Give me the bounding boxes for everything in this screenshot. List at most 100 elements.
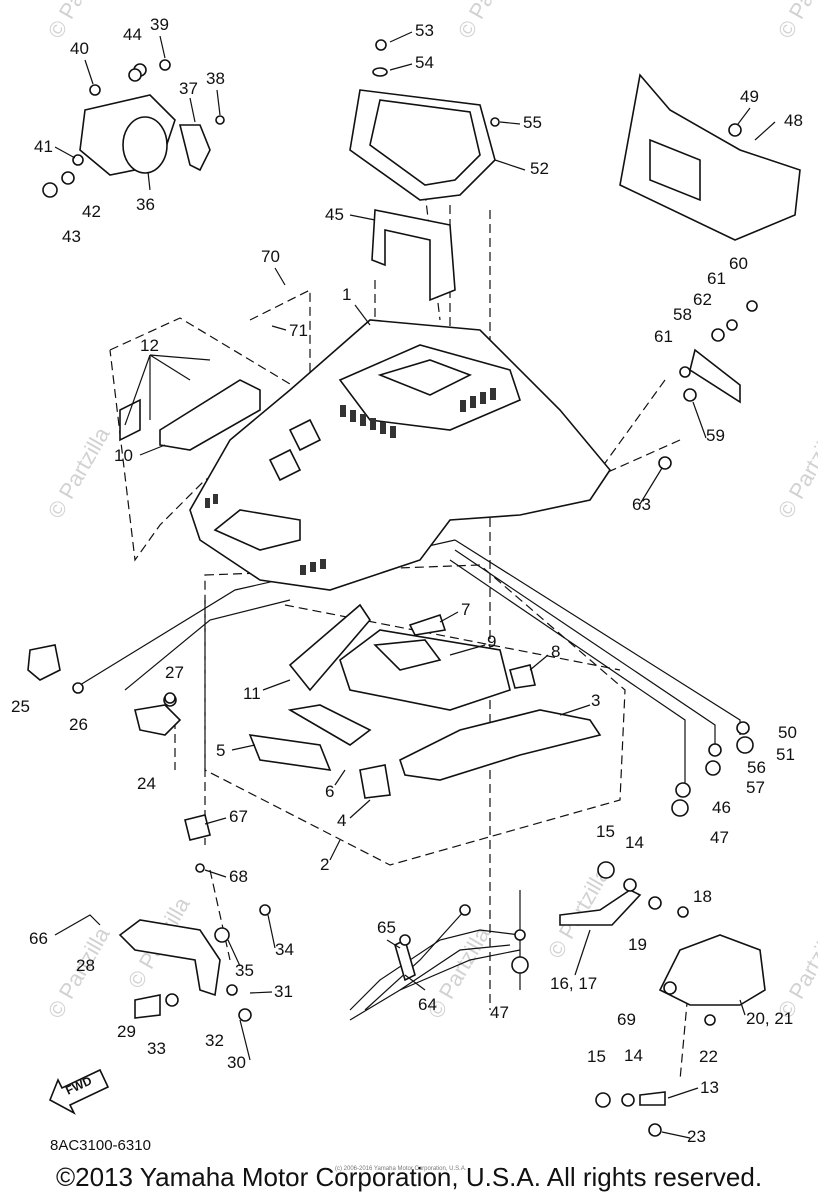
part-label: 64 (418, 995, 437, 1014)
part-label: 71 (289, 321, 308, 340)
mount-bracket-part (371, 209, 456, 302)
part-label: 23 (687, 1127, 706, 1146)
part-label: 67 (229, 807, 248, 826)
bracket-part (178, 124, 211, 172)
part-label: 13 (700, 1078, 719, 1097)
fwd-arrow: FWD (48, 1068, 110, 1115)
part-label: 3 (591, 691, 600, 710)
part-label: 15 (596, 822, 615, 841)
watermark: © Partzilla (453, 0, 525, 43)
copyright-footer: ©2013 Yamaha Motor Corporation, U.S.A. A… (55, 1162, 763, 1192)
part-label: 38 (206, 69, 225, 88)
watermark: © Partzilla (43, 422, 115, 522)
part-label: 26 (69, 715, 88, 734)
part-label: 69 (617, 1010, 636, 1029)
part-label: 7 (461, 600, 470, 619)
part-label: 19 (628, 935, 647, 954)
part-label: 54 (415, 53, 434, 72)
part-label: 4 (337, 811, 346, 830)
part-label: 70 (261, 247, 280, 266)
part-label: 6 (325, 782, 334, 801)
part-label: 49 (740, 87, 759, 106)
small-copyright: (c) 2006-2016 Yamaha Motor Corporation, … (335, 1166, 467, 1172)
bracket-24 (134, 704, 182, 736)
part-label: 62 (693, 290, 712, 309)
part-label: 66 (29, 929, 48, 948)
part-label: 36 (136, 195, 155, 214)
part-label: 50 (778, 723, 797, 742)
duct-part (79, 94, 176, 176)
part-label: 52 (530, 159, 549, 178)
part-label: 20, 21 (746, 1009, 793, 1028)
lower-panels (248, 603, 602, 799)
vent-slots (205, 388, 496, 575)
part-label: 18 (693, 887, 712, 906)
diagram-code: 8AC3100-6310 (50, 1137, 151, 1154)
watermark: © Partzilla (773, 422, 818, 522)
fasteners (42, 39, 758, 1137)
part-label: 68 (229, 867, 248, 886)
part-label: 31 (274, 982, 293, 1001)
part-label: 58 (673, 305, 692, 324)
part-label: 8 (551, 642, 560, 661)
part-label: 2 (320, 855, 329, 874)
part-label: 47 (490, 1003, 509, 1022)
part-label: 25 (11, 697, 30, 716)
part-label: 24 (137, 774, 156, 793)
decal-12 (119, 398, 141, 442)
part-label: 33 (147, 1039, 166, 1058)
part-label: 55 (523, 113, 542, 132)
panel-10 (159, 379, 261, 451)
bracket-25 (27, 644, 61, 681)
part-label: 45 (325, 205, 344, 224)
part-label: 34 (275, 940, 294, 959)
part-label: 15 (587, 1047, 606, 1066)
part-label: 47 (710, 828, 729, 847)
part-label: 61 (654, 327, 673, 346)
part-label: 48 (784, 111, 803, 130)
part-label: 14 (625, 833, 644, 852)
clip-67 (184, 814, 211, 841)
part-label: 51 (776, 745, 795, 764)
part-label: 30 (227, 1053, 246, 1072)
part-label: 12 (140, 336, 159, 355)
watermark: © Partzilla (773, 0, 818, 43)
part-label: 32 (205, 1031, 224, 1050)
part-label: 59 (706, 426, 725, 445)
part-label: 37 (179, 79, 198, 98)
part-label: 60 (729, 254, 748, 273)
part-label: 61 (707, 269, 726, 288)
label-leaders (54, 31, 776, 1139)
part-label: 57 (746, 778, 765, 797)
side-panel-part (619, 73, 801, 241)
watermark: © Partzilla (773, 922, 818, 1022)
part-label: 41 (34, 137, 53, 156)
part-label: 35 (235, 961, 254, 980)
part-label: 63 (632, 495, 651, 514)
hood-part (189, 319, 611, 591)
lower-cover-part (118, 919, 221, 1019)
part-label: 65 (377, 918, 396, 937)
housing-part (658, 934, 766, 1006)
part-label: 16, 17 (550, 974, 597, 993)
part-label: 9 (487, 632, 496, 651)
part-label: 22 (699, 1047, 718, 1066)
part-label: 28 (76, 956, 95, 975)
part-label: 43 (62, 227, 81, 246)
strap-part (559, 889, 642, 926)
part-label: 42 (82, 202, 101, 221)
watermark: © Partzilla (43, 0, 115, 43)
windshield-part (349, 89, 496, 201)
part-label: 46 (712, 798, 731, 817)
part-label: 5 (216, 741, 225, 760)
part-label: 27 (165, 663, 184, 682)
part-label: 40 (70, 39, 89, 58)
part-label: 39 (150, 15, 169, 34)
part-label: 10 (114, 446, 133, 465)
part-label: 29 (117, 1022, 136, 1041)
part-label: 53 (415, 21, 434, 40)
cable-part (349, 909, 521, 1021)
part-label: 14 (624, 1046, 643, 1065)
part-labels: 1 2 3 4 5 6 7 8 9 10 11 12 13 14 14 15 1… (11, 15, 803, 1146)
